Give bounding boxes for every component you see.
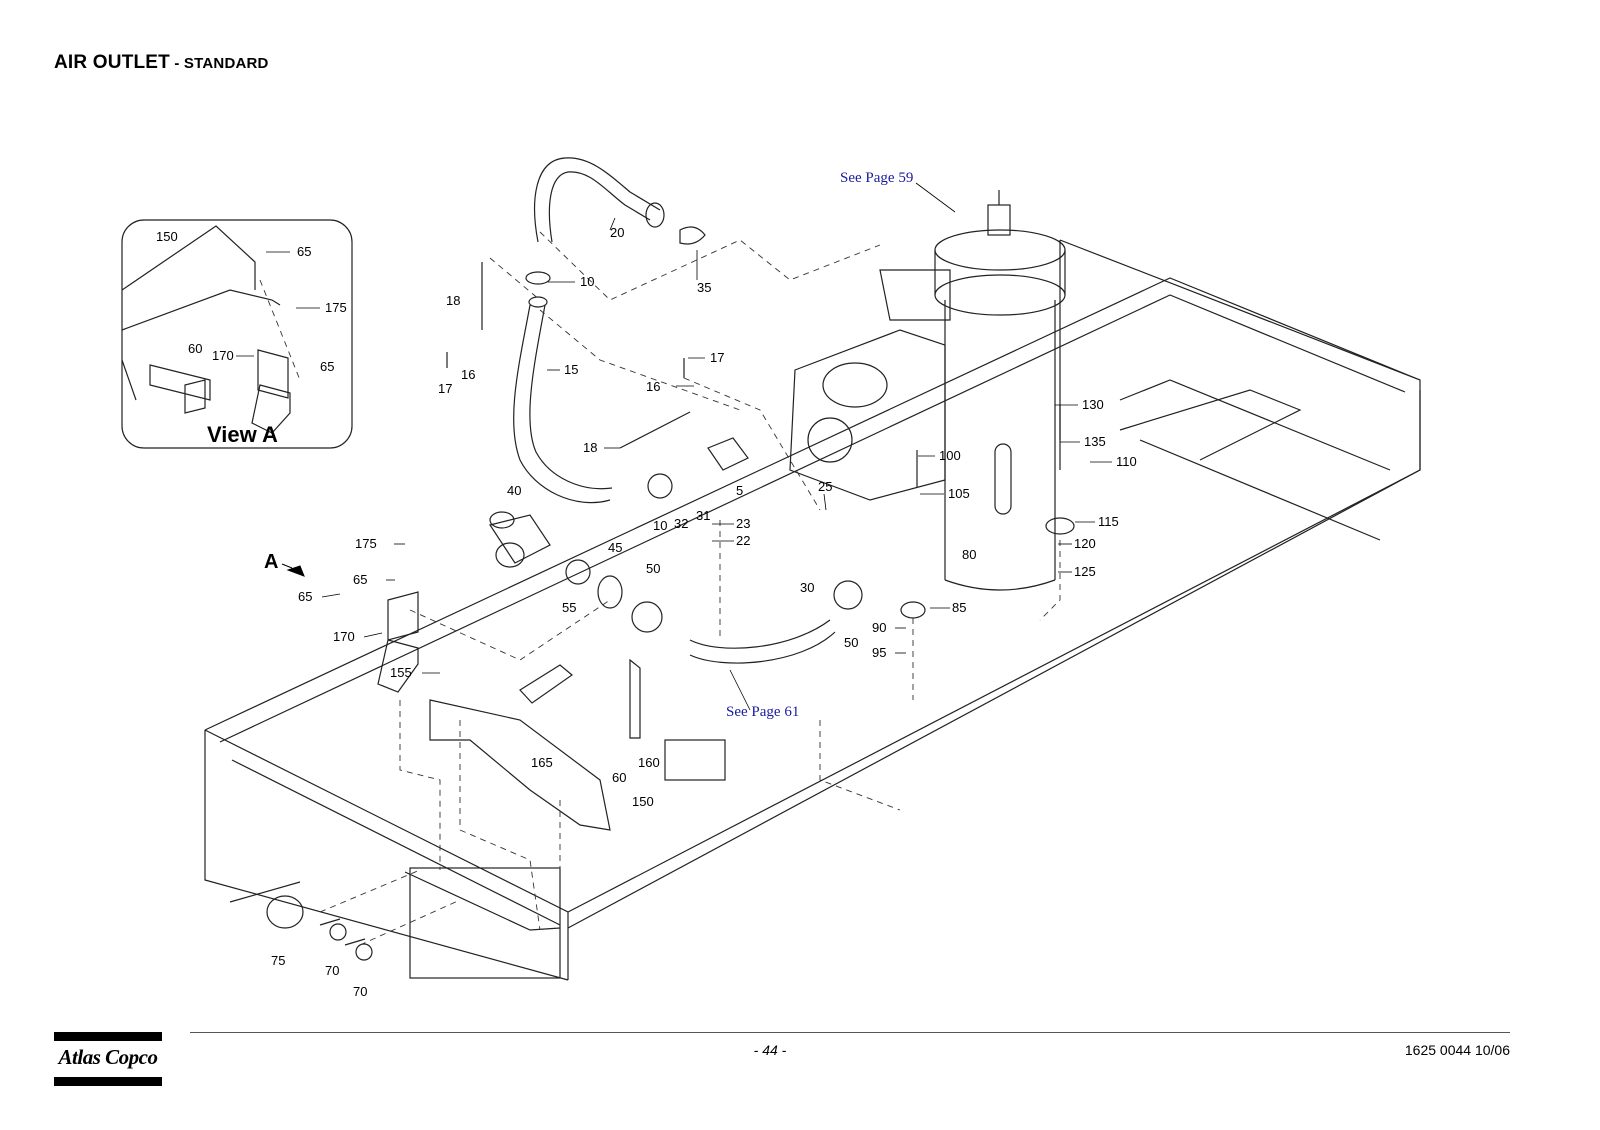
part-30-tube-sketch <box>689 619 836 664</box>
callout-60: 60 <box>188 341 202 356</box>
mount-85-sketch <box>900 601 926 619</box>
pipe-20-sketch <box>533 157 706 245</box>
see-page-61-link[interactable]: See Page 61 <box>726 704 799 720</box>
callout-35: 35 <box>697 280 711 295</box>
callout-65: 65 <box>353 572 367 587</box>
page-number: - 44 - <box>753 1042 787 1058</box>
separator-tank-sketch <box>934 190 1066 591</box>
callout-18: 18 <box>583 440 597 455</box>
callout-50: 50 <box>646 561 660 576</box>
logo-bar-bottom <box>54 1077 162 1086</box>
compressor-element-sketch <box>789 269 951 501</box>
callout-17: 17 <box>710 350 724 365</box>
callout-60: 60 <box>612 770 626 785</box>
callout-65: 65 <box>298 589 312 604</box>
callout-22: 22 <box>736 533 750 548</box>
callout-115: 115 <box>1098 514 1119 529</box>
rod-18-b <box>619 411 691 449</box>
part-40-sketch <box>489 511 551 568</box>
part-160-sketch <box>629 658 641 739</box>
title-sub: - STANDARD <box>170 55 269 72</box>
callout-50: 50 <box>844 635 858 650</box>
callout-32: 32 <box>674 516 688 531</box>
callout-70: 70 <box>353 984 367 999</box>
see-page-59-link[interactable]: See Page 59 <box>840 170 913 186</box>
callout-90: 90 <box>872 620 886 635</box>
part-45-sketch <box>597 575 623 609</box>
callout-30: 30 <box>800 580 814 595</box>
document-number: 1625 0044 10/06 <box>1404 1042 1510 1058</box>
mount-115-sketch <box>1045 517 1075 535</box>
callout-135: 135 <box>1084 434 1106 449</box>
part-10-sketch <box>647 473 673 499</box>
callout-95: 95 <box>872 645 886 660</box>
callout-55: 55 <box>562 600 576 615</box>
callout-150: 150 <box>156 229 178 244</box>
view-a-arrow <box>281 563 305 577</box>
part-50-sketch <box>631 601 663 633</box>
callout-100: 100 <box>939 448 961 463</box>
page-title: AIR OUTLET - STANDARD <box>54 52 269 74</box>
ball-valve-75-sketch <box>229 881 304 929</box>
part-5-sketch <box>707 437 749 471</box>
callout-175: 175 <box>355 536 377 551</box>
footer-divider <box>190 1032 1510 1033</box>
view-a-callouts: 150 65 175 60 170 65 <box>156 229 347 374</box>
callout-18: 18 <box>446 293 460 308</box>
callout-10: 10 <box>580 274 594 289</box>
part-callouts: 20 35 18 10 17 16 15 17 16 18 5 10 32 31 40 45 55 50 23 22 1… <box>271 225 1137 999</box>
part-55-sketch <box>565 559 591 585</box>
logo-wordmark: Atlas Copco <box>58 1045 158 1069</box>
view-a-label: View A <box>207 422 278 447</box>
callout-5: 5 <box>736 483 743 498</box>
callout-75: 75 <box>271 953 285 968</box>
callout-70: 70 <box>325 963 339 978</box>
exploded-parts-drawing: See Page 59 See Page 61 View A A 150 65 17… <box>121 157 1421 999</box>
assembly-lines <box>259 231 1061 946</box>
callout-20: 20 <box>610 225 624 240</box>
part-60-sketch <box>519 664 573 704</box>
callout-65: 65 <box>320 359 334 374</box>
callout-31: 31 <box>696 508 710 523</box>
callout-130: 130 <box>1082 397 1104 412</box>
atlas-copco-logo: Atlas Copco <box>54 1032 162 1086</box>
callout-175: 175 <box>325 300 347 315</box>
callout-155: 155 <box>390 665 412 680</box>
callout-25: 25 <box>818 479 832 494</box>
callout-85: 85 <box>952 600 966 615</box>
callout-40: 40 <box>507 483 521 498</box>
pipe-15-sketch <box>513 271 613 504</box>
part-50b-sketch <box>833 580 863 610</box>
logo-bar-top <box>54 1032 162 1041</box>
callout-45: 45 <box>608 540 622 555</box>
callout-160: 160 <box>638 755 660 770</box>
callout-170: 170 <box>212 348 234 363</box>
callout-125: 125 <box>1074 564 1096 579</box>
callout-165: 165 <box>531 755 553 770</box>
ball-valves-70-sketch <box>319 918 373 961</box>
callout-15: 15 <box>564 362 578 377</box>
callout-16: 16 <box>461 367 475 382</box>
leader-lines <box>236 182 1112 711</box>
callout-150: 150 <box>632 794 654 809</box>
callout-80: 80 <box>962 547 976 562</box>
part-170-sketch <box>377 591 419 693</box>
base-frame <box>204 239 1421 981</box>
callout-105: 105 <box>948 486 970 501</box>
view-a-inset <box>121 219 353 449</box>
view-arrow-label: A <box>264 551 278 573</box>
callout-110: 110 <box>1116 454 1137 469</box>
callout-170: 170 <box>333 629 355 644</box>
view-a-part-sketch <box>121 225 291 434</box>
callout-10: 10 <box>653 518 667 533</box>
callout-120: 120 <box>1074 536 1096 551</box>
part-150-sketch <box>429 699 611 831</box>
callout-23: 23 <box>736 516 750 531</box>
title-main: AIR OUTLET <box>54 52 170 73</box>
callout-17: 17 <box>438 381 452 396</box>
callout-65: 65 <box>297 244 311 259</box>
callout-16: 16 <box>646 379 660 394</box>
